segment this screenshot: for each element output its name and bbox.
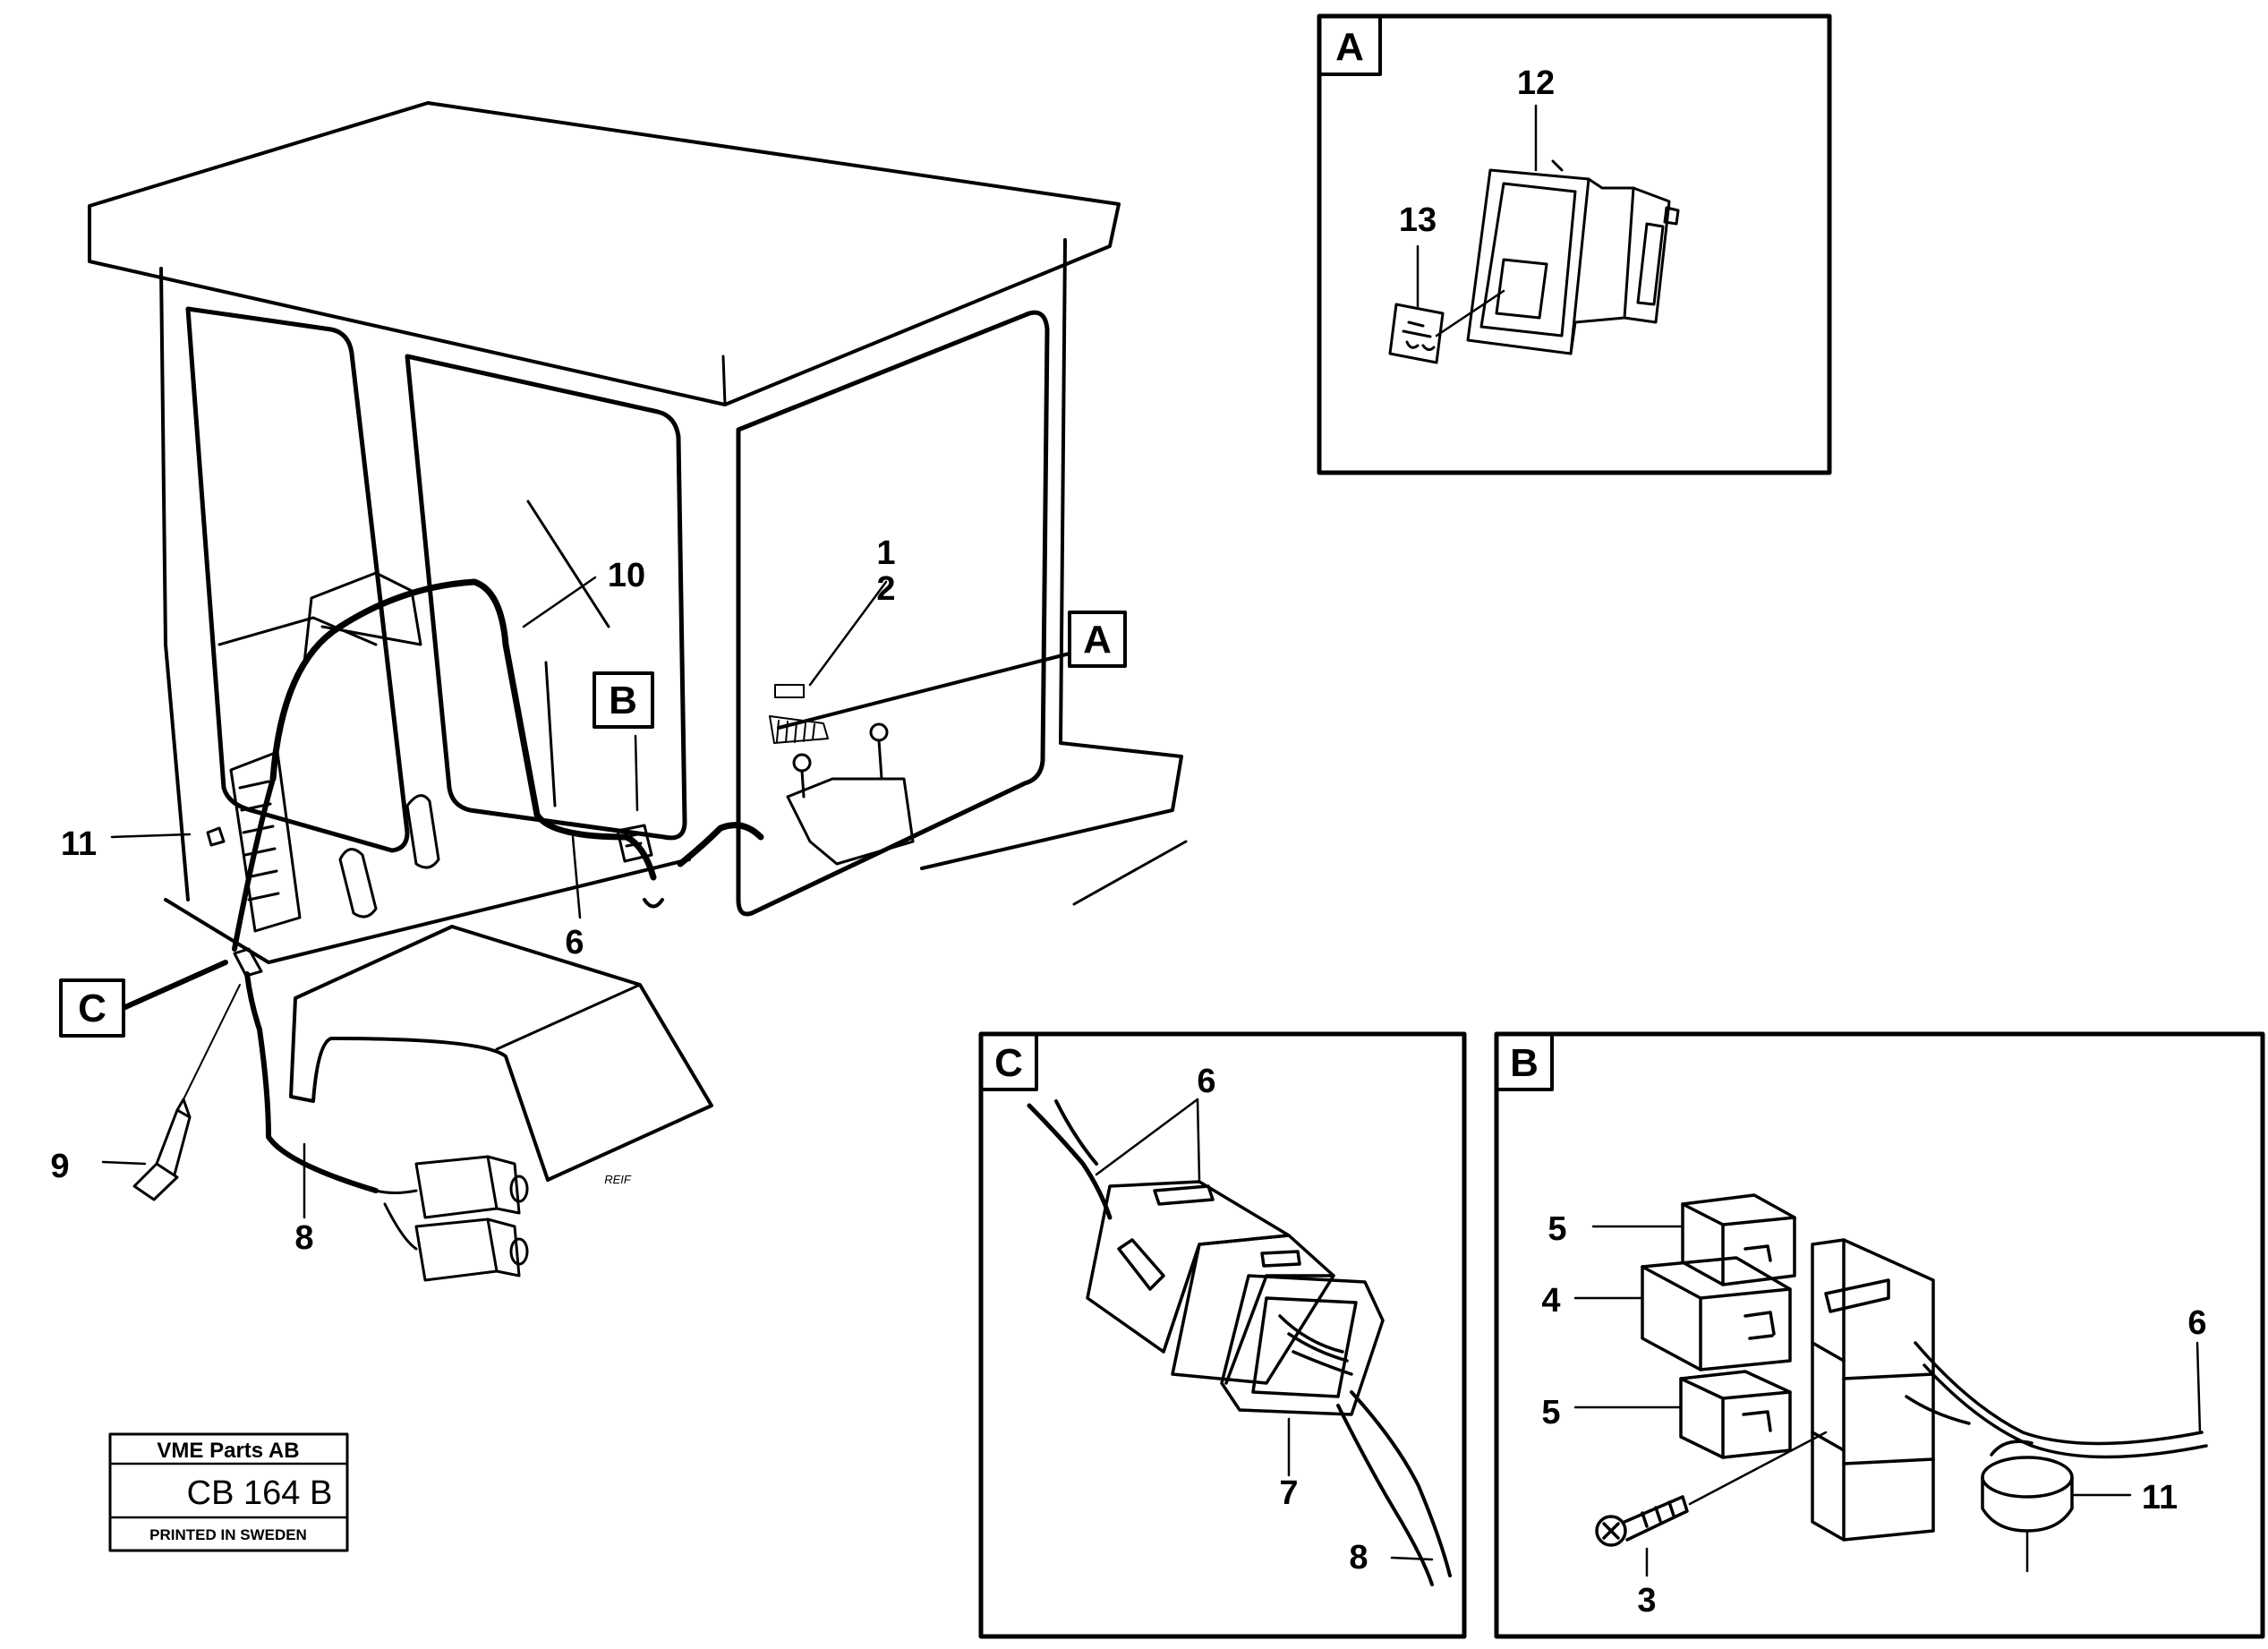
callout-6-b: 6: [2187, 1304, 2206, 1342]
title-company: VME Parts AB: [157, 1439, 299, 1463]
ref-box-a: A: [1068, 611, 1127, 668]
connector-c: [233, 947, 263, 978]
relay-lower: [1679, 1370, 1792, 1459]
cable-6-b: [1914, 1341, 2208, 1459]
ref-box-b: B: [593, 671, 654, 729]
callout-5-lower: 5: [1541, 1394, 1560, 1431]
cable-6: [1027, 1103, 1113, 1220]
callout-10: 10: [608, 557, 645, 594]
svg-text:A: A: [1335, 25, 1364, 69]
pressure-sensor: [132, 984, 241, 1201]
cab-roof: [88, 101, 1121, 406]
svg-text:C: C: [78, 987, 107, 1030]
cab-assembly: [88, 101, 1188, 1282]
leader-lines: [101, 576, 1071, 1219]
svg-text:C: C: [994, 1041, 1023, 1085]
callout-6: 6: [565, 924, 584, 961]
callout-4: 4: [1541, 1282, 1560, 1320]
grommet: [1981, 1440, 2074, 1533]
door-window: [736, 310, 1050, 917]
callout-3: 3: [1637, 1582, 1656, 1619]
title-code: CB 164 B: [187, 1474, 333, 1512]
screw: [1595, 1495, 1689, 1547]
callout-9: 9: [50, 1148, 69, 1185]
title-block: VME Parts AB CB 164 B PRINTED IN SWEDEN: [108, 1432, 349, 1552]
fender: [289, 925, 713, 1182]
callout-11-b: 11: [2142, 1479, 2178, 1517]
svg-text:A: A: [1083, 618, 1112, 662]
rocker-switch: [1466, 159, 1680, 355]
draftsman-signature: REIF: [604, 1173, 632, 1186]
title-printed: PRINTED IN SWEDEN: [149, 1526, 307, 1543]
cab-body: [159, 238, 1183, 964]
detail-b: B: [1494, 1031, 2265, 1639]
svg-text:B: B: [1510, 1041, 1539, 1085]
left-window: [185, 306, 410, 853]
callout-7: 7: [1279, 1474, 1298, 1512]
symbol-plate: [1388, 303, 1445, 364]
electrical-box-b: [616, 824, 653, 863]
svg-text:B: B: [609, 679, 637, 722]
solenoid-valves: [374, 1155, 529, 1282]
callout-2: 2: [876, 570, 895, 608]
connector-halves: [1086, 1180, 1385, 1416]
detail-c: C 6 7 8: [978, 1031, 1467, 1639]
cable-8: [1336, 1390, 1452, 1586]
relay-upper: [1681, 1193, 1796, 1286]
ref-box-c: C: [59, 978, 125, 1038]
callout-13: 13: [1399, 201, 1437, 239]
callout-5-upper: 5: [1548, 1210, 1566, 1248]
detail-a: A 12 13: [1317, 13, 1832, 475]
callout-8-c: 8: [1349, 1539, 1368, 1576]
callout-12: 12: [1517, 64, 1555, 102]
callout-1: 1: [876, 534, 895, 572]
wiring-harness: [269, 578, 764, 881]
callout-11: 11: [61, 825, 97, 863]
relay-holder: [1811, 1238, 1935, 1542]
rear-window: [405, 354, 687, 841]
relay-middle: [1641, 1256, 1792, 1371]
callout-8: 8: [294, 1219, 313, 1257]
control-levers: [786, 777, 915, 866]
callout-6-c: 6: [1197, 1063, 1215, 1100]
seat: [303, 571, 422, 664]
